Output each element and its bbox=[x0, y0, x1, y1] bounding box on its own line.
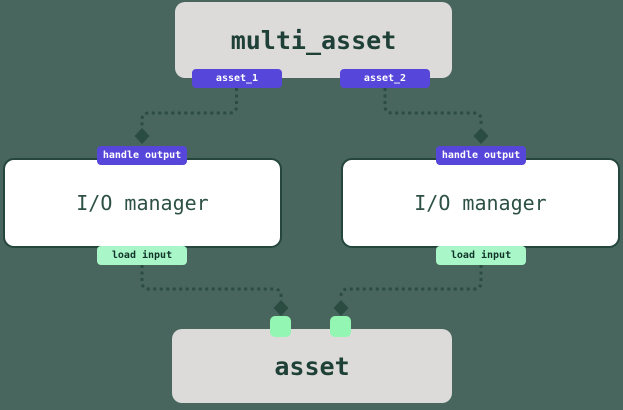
node-io-manager-left-label: I/O manager bbox=[76, 191, 209, 215]
tag-asset-1: asset_1 bbox=[192, 69, 282, 88]
tag-load-input-left-label: load input bbox=[111, 250, 173, 261]
node-asset: asset bbox=[172, 329, 452, 403]
arrowhead-right-asset-input bbox=[333, 300, 349, 316]
tag-handle-output-left-label: handle output bbox=[102, 150, 182, 161]
asset-input-handle-right bbox=[330, 316, 351, 337]
edge-left-io-to-asset bbox=[140, 265, 283, 299]
node-io-manager-left: I/O manager bbox=[3, 158, 282, 248]
asset-input-handle-left bbox=[270, 316, 291, 337]
node-multi-asset: multi_asset bbox=[175, 2, 452, 78]
arrowhead-right-handle-output bbox=[473, 128, 489, 144]
edge-right-io-to-asset bbox=[339, 265, 483, 299]
node-asset-label: asset bbox=[274, 351, 350, 381]
edge-asset1-to-left-io bbox=[140, 88, 238, 127]
tag-handle-output-right-label: handle output bbox=[441, 150, 521, 161]
tag-load-input-right-label: load input bbox=[450, 250, 512, 261]
tag-load-input-left: load input bbox=[97, 246, 187, 265]
arrowhead-left-handle-output bbox=[134, 128, 150, 144]
tag-asset-2-label: asset_2 bbox=[363, 73, 407, 84]
tag-load-input-right: load input bbox=[436, 246, 526, 265]
node-io-manager-right: I/O manager bbox=[341, 158, 620, 248]
tag-handle-output-right: handle output bbox=[436, 146, 526, 165]
tag-asset-2: asset_2 bbox=[340, 69, 430, 88]
node-io-manager-right-label: I/O manager bbox=[414, 191, 547, 215]
tag-handle-output-left: handle output bbox=[97, 146, 187, 165]
edge-asset2-to-right-io bbox=[383, 88, 483, 127]
node-multi-asset-label: multi_asset bbox=[230, 25, 397, 55]
arrowhead-left-asset-input bbox=[273, 300, 289, 316]
tag-asset-1-label: asset_1 bbox=[215, 73, 259, 84]
